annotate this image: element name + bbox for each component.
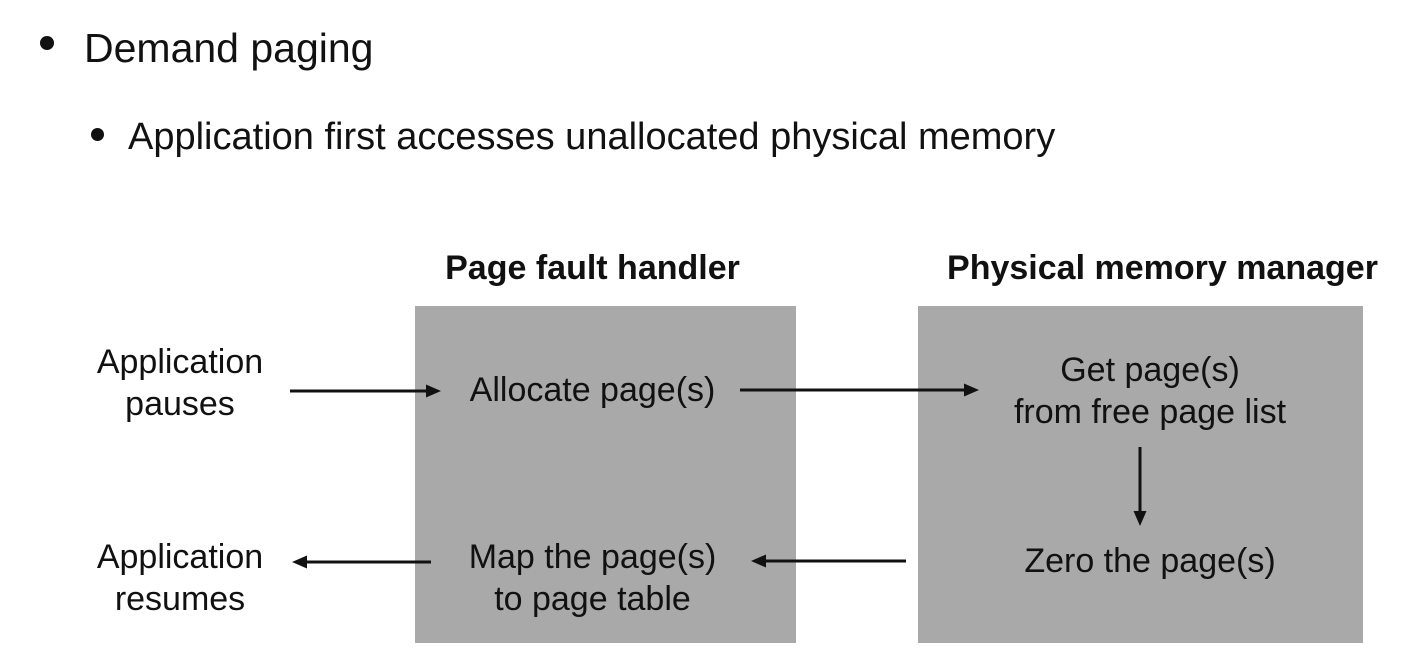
node-get-pages-line2: from free page list — [1013, 393, 1287, 431]
node-allocate-pages: Allocate page(s) — [469, 371, 716, 409]
arrow-pauses-to-allocate-icon — [290, 384, 441, 398]
node-map-pages: Map the page(s) to page table — [402, 536, 783, 620]
node-get-pages-line1: Get page(s) — [1060, 351, 1240, 389]
label-application-pauses-line1: Application — [96, 343, 264, 381]
bullet-icon — [40, 36, 54, 50]
arrow-zero-to-map-icon — [751, 554, 906, 568]
label-application-resumes-line2: resumes — [114, 580, 246, 618]
node-get-pages: Get page(s) from free page list — [920, 349, 1380, 433]
node-map-pages-line2: to page table — [494, 580, 691, 618]
label-application-resumes: Application resumes — [58, 536, 302, 620]
bullet-icon — [91, 128, 104, 141]
label-application-pauses: Application pauses — [58, 341, 302, 425]
label-application-pauses-line2: pauses — [125, 385, 235, 423]
header-page-fault-handler: Page fault handler — [445, 249, 740, 287]
label-application-resumes-line1: Application — [96, 538, 264, 576]
header-physical-memory-manager: Physical memory manager — [947, 249, 1378, 287]
node-map-pages-line1: Map the page(s) — [468, 538, 717, 576]
bullet-text-application-access: Application first accesses unallocated p… — [128, 116, 1056, 158]
node-zero-pages: Zero the page(s) — [1024, 542, 1276, 580]
arrow-map-to-resumes-icon — [292, 555, 431, 569]
arrow-get-to-zero-icon — [1133, 447, 1147, 526]
bullet-text-demand-paging: Demand paging — [84, 25, 374, 71]
page-fault-handler-box — [415, 306, 796, 643]
arrow-allocate-to-get-icon — [740, 383, 979, 397]
